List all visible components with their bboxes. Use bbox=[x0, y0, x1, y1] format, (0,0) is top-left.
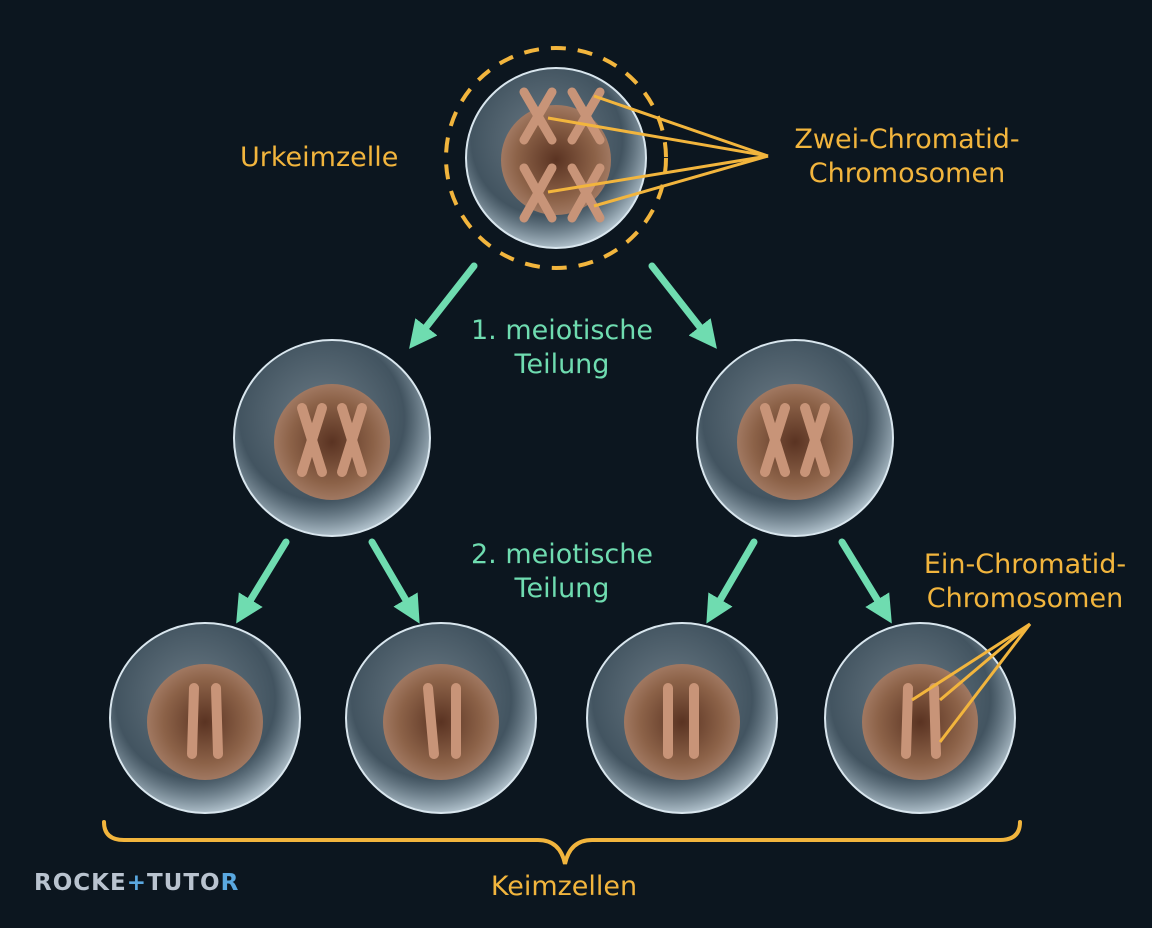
meiosis2-label: 2. meiotische Teilung bbox=[444, 538, 680, 606]
two-chromatid-label: Zwei-Chromatid- Chromosomen bbox=[776, 123, 1038, 191]
logo-part2: TUTO bbox=[146, 870, 221, 896]
primordial-cell-label: Urkeimzelle bbox=[240, 142, 399, 173]
meiosis1-arrows bbox=[409, 262, 717, 349]
two-chromatid-chromosomes-top bbox=[519, 87, 605, 223]
one-chromatid-chromosome bbox=[187, 683, 223, 759]
two-chromatid-label-line1: Zwei-Chromatid- bbox=[794, 124, 1020, 155]
one-chromatid-pointers bbox=[911, 622, 1032, 743]
meiosis1-label-line2: Teilung bbox=[514, 349, 610, 380]
logo-accent: + bbox=[126, 870, 147, 896]
meiosis1-label-line1: 1. meiotische bbox=[471, 315, 653, 346]
two-chromatid-chromosome bbox=[297, 403, 367, 477]
daughter-cell-right bbox=[696, 339, 894, 537]
meiosis1-label: 1. meiotische Teilung bbox=[444, 314, 680, 382]
daughter-cell-left bbox=[233, 339, 431, 537]
germ-cells-label: Keimzellen bbox=[490, 871, 638, 902]
one-chromatid-label-line2: Chromosomen bbox=[926, 583, 1124, 614]
germ-cell-3 bbox=[586, 622, 778, 814]
one-chromatid-chromosome bbox=[663, 683, 699, 759]
logo-part1: ROCKE bbox=[34, 870, 127, 896]
primordial-cell bbox=[465, 67, 647, 249]
germ-cell-2 bbox=[345, 622, 537, 814]
primordial-cell-highlight bbox=[444, 46, 668, 270]
meiosis2-label-line2: Teilung bbox=[514, 573, 610, 604]
brand-logo: ROCKE+TUTOR bbox=[34, 870, 239, 896]
one-chromatid-label-line1: Ein-Chromatid- bbox=[923, 549, 1127, 580]
logo-accent2: R bbox=[220, 870, 240, 896]
germ-cell-1 bbox=[109, 622, 301, 814]
one-chromatid-chromosome bbox=[901, 683, 941, 759]
two-chromatid-label-line2: Chromosomen bbox=[808, 158, 1006, 189]
one-chromatid-chromosome bbox=[423, 683, 461, 759]
two-chromatid-chromosome bbox=[760, 403, 830, 477]
one-chromatid-label: Ein-Chromatid- Chromosomen bbox=[900, 548, 1150, 616]
germ-cells-brace bbox=[102, 820, 1022, 865]
two-chromatid-pointers bbox=[547, 94, 769, 208]
meiosis2-label-line1: 2. meiotische bbox=[471, 539, 653, 570]
meiosis2-arrows bbox=[236, 538, 892, 624]
